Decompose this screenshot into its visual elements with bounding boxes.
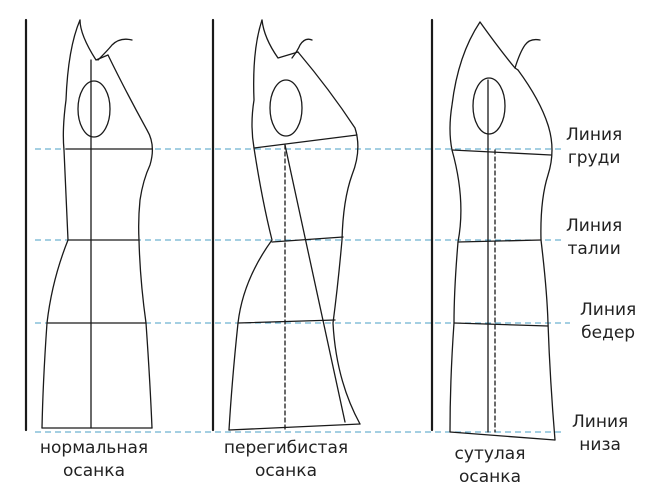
figure-normal-neck xyxy=(79,19,109,61)
figure-normal-back xyxy=(41,19,81,429)
figure-sway-center-tilted xyxy=(284,144,346,423)
figure-sway-front xyxy=(291,38,361,425)
label-normal-posture: нормальная осанка xyxy=(39,438,149,481)
armhole-normal xyxy=(77,80,111,138)
figure-stooped-back xyxy=(449,21,481,433)
figure-stooped-front xyxy=(514,38,556,441)
figure-stooped xyxy=(449,21,556,441)
figure-normal xyxy=(41,19,154,429)
label-stooped-posture: сутулая осанка xyxy=(454,444,526,487)
figure-normal-front xyxy=(97,38,154,429)
figure-sway-neck xyxy=(261,19,299,59)
armhole-stooped xyxy=(472,77,506,135)
figure-stooped-neck xyxy=(479,21,519,71)
figure-sway-back xyxy=(228,19,273,431)
label-hips-line: Линия бедер xyxy=(580,300,637,343)
reference-lines xyxy=(35,148,570,433)
label-sway-posture: перегибистая осанка xyxy=(223,438,349,481)
label-chest-line: Линия груди xyxy=(566,125,623,168)
armhole-sway xyxy=(269,79,303,137)
label-waist-line: Линия талии xyxy=(566,216,623,259)
figure-sway xyxy=(228,19,361,431)
label-hem-line: Линия низа xyxy=(572,412,629,455)
